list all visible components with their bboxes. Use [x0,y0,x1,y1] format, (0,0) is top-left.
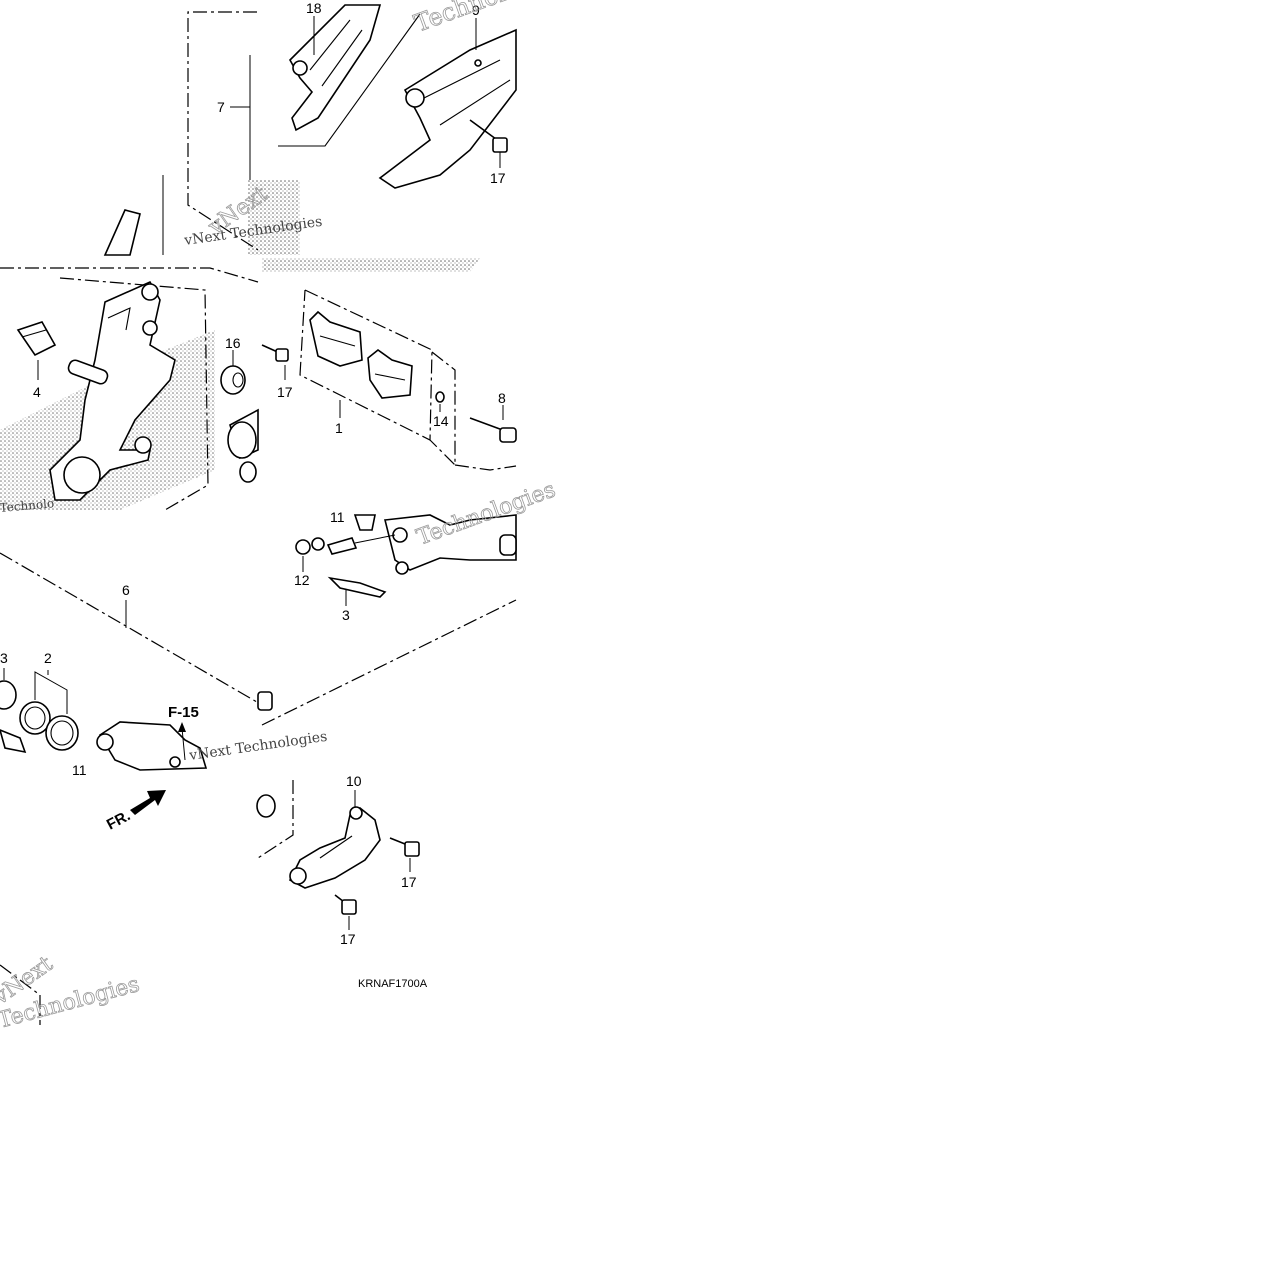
callout-14: 14 [433,413,449,429]
spacer-collar [256,794,276,818]
callout-17-mid: 17 [277,384,293,400]
brake-pad-set [309,310,413,399]
reference-f15: F-15 [168,704,199,721]
callout-1: 1 [335,420,343,436]
left-fragment-plate [103,175,164,256]
callout-9: 9 [472,2,480,18]
callout-17-top: 17 [490,170,506,186]
top-bolt [469,119,508,153]
bleeder-cap-12 [295,537,325,555]
callout-17-bracket-a: 17 [401,874,417,890]
callout-3-left: 3 [0,650,8,666]
callout-labels: 18 9 7 17 16 17 4 1 14 8 11 12 3 6 3 2 1… [0,0,506,947]
callout-12: 12 [294,572,310,588]
collar-sleeve [227,408,259,483]
bolt-17-lower-left [257,691,273,711]
assembly-boundaries [0,11,517,1025]
washer-14 [435,391,445,403]
callout-2: 2 [44,650,52,666]
pad-spring-3 [327,576,387,598]
callout-7: 7 [217,99,225,115]
callout-6: 6 [122,582,130,598]
disc-guard-plate-18 [289,4,382,132]
guard-plate-outline [278,13,421,147]
bleeder-valve-11 [326,534,396,555]
lower-bolt [0,729,27,754]
front-label: FR. [104,807,133,833]
callout-11-top: 11 [330,509,345,525]
callout-16: 16 [225,335,241,351]
watermark-tech-1: Technologies [410,0,569,38]
diagram-code: KRNAF1700A [358,978,428,990]
disc-guard-plate-9 [378,28,517,189]
watermark-techno: Technolo [0,496,55,515]
callout-10: 10 [346,773,362,789]
pad-pin-8 [469,417,517,443]
caliper-bracket [49,280,176,501]
bolt-17-bracket-b [334,894,357,915]
callout-11-bottom: 11 [72,762,87,778]
bolt-17-mid [261,344,289,362]
slide-pin [499,534,517,556]
pad-spring-4 [16,321,57,357]
callout-18: 18 [306,0,322,16]
piston [0,680,17,710]
bolt-17-bracket-a [389,837,420,857]
callout-8: 8 [498,390,506,406]
lower-caliper-body [96,721,208,771]
front-arrow-icon [130,790,166,815]
callout-17-bracket-b: 17 [340,931,356,947]
piston-seals-2 [19,701,79,751]
watermarks: vNext Technologies vNext Technologies Te… [0,0,570,1034]
callout-4: 4 [33,384,41,400]
caliper-guard-10 [288,806,381,889]
caliper-body [353,514,517,575]
watermark-brand-2: vNext Technologies [187,729,328,764]
callout-3-right: 3 [342,607,350,623]
boot-16 [220,365,246,395]
